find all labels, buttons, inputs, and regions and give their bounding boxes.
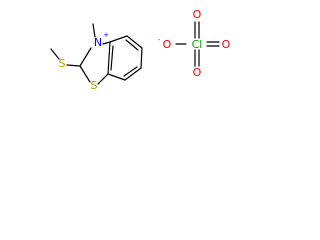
bond-c7-c7a [107,73,126,81]
nitrogen-charge: + [103,31,109,39]
bond-c5-c6 [140,47,143,69]
thioether-sulfur-label: S [59,57,66,70]
bond-c2-s1 [79,65,91,83]
bond-n-methyl [92,23,96,38]
bond-c4-c5 [126,35,143,49]
bond-c6-c7 [124,67,142,81]
bond-c6-c7-inner [123,66,138,77]
bond-c3a-c7a [107,41,111,75]
chlorine-label: Cl [192,38,203,51]
perchlorate-anion: Cl O O O O - [158,8,231,79]
ring-sulfur-label: S [91,79,98,92]
bond-c4-c5-inner [125,39,139,51]
bond-c3a-c4 [109,35,128,43]
bond-s-thio-methyl [50,48,60,60]
oxygen-left-label: O [163,38,172,51]
oxygen-top-label: O [193,8,202,21]
bond-c3a-n [102,41,111,45]
bond-n-c2 [79,47,92,67]
bond-c3a-c7a-inner [110,45,114,71]
oxygen-left-charge: - [158,36,161,44]
oxygen-bottom-label: O [193,66,202,79]
chemical-structure-diagram: N + S S Cl O O O O - [50,8,231,92]
bond-c2-s-thio [66,64,81,67]
oxygen-right-label: O [222,38,231,51]
nitrogen-label: N [94,36,102,49]
bond-s1-c7a [97,73,109,85]
benzothiazolium-cation: N + S S [50,23,143,92]
